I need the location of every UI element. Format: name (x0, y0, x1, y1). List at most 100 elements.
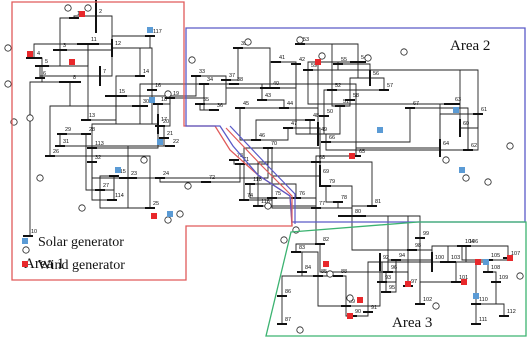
bus-label-115: 115 (117, 169, 126, 175)
solar-generator-icon (167, 211, 173, 217)
bus-label-62: 62 (471, 143, 477, 149)
generator-circle-icon (22, 246, 30, 254)
transmission-line (288, 127, 321, 176)
bus-label-118: 118 (253, 177, 262, 183)
bus-label-28: 28 (89, 127, 95, 133)
transmission-line (250, 183, 297, 198)
transmission-line (206, 164, 241, 183)
generator-circle-icon (164, 216, 172, 224)
transmission-line (160, 125, 165, 138)
transmission-line (91, 162, 100, 191)
bus-label-96: 96 (391, 265, 397, 271)
transmission-line (308, 69, 479, 114)
bus-label-93: 93 (385, 275, 391, 281)
transmission-line (39, 75, 100, 78)
generator-circle-icon (432, 302, 440, 310)
bus-label-48: 48 (313, 113, 319, 119)
transmission-line (256, 128, 289, 141)
transmission-line (315, 208, 320, 245)
transmission-line (249, 184, 272, 199)
bus-label-92: 92 (383, 255, 389, 261)
generator-circle-icon (346, 294, 354, 302)
bus-label-6: 6 (43, 71, 46, 77)
bus-label-51: 51 (343, 99, 349, 105)
bus-label-43: 43 (265, 93, 271, 99)
transmission-line (225, 80, 270, 89)
transmission-line (338, 63, 371, 78)
bus-label-52: 52 (335, 83, 341, 89)
bus-label-61: 61 (481, 107, 487, 113)
generator-markers (4, 4, 524, 334)
bus-label-113: 113 (95, 141, 104, 147)
solar-generator-icon (473, 293, 479, 299)
wind-generator-icon (405, 281, 411, 287)
bus-label-27: 27 (103, 183, 109, 189)
transmission-line (352, 215, 421, 238)
bus-label-22: 22 (173, 139, 179, 145)
bus-label-54: 54 (361, 55, 367, 61)
tie-line-red (225, 127, 293, 226)
wind-generator-icon (69, 59, 75, 65)
bus-label-117: 117 (153, 29, 162, 35)
bus-label-76: 76 (299, 191, 305, 197)
bus-label-13: 13 (89, 113, 95, 119)
transmission-line (196, 75, 227, 80)
transmission-line (419, 281, 456, 304)
bus-label-87: 87 (285, 317, 291, 323)
bus-label-23: 23 (131, 171, 137, 177)
generator-circle-icon (184, 182, 192, 190)
transmission-line (255, 119, 310, 140)
bus-label-39: 39 (241, 41, 247, 47)
area-2-boundary (185, 27, 526, 223)
bus-label-83: 83 (299, 245, 305, 251)
area-2-label: Area 2 (450, 38, 491, 54)
transmission-line (317, 276, 346, 307)
legend-solar-label: Solar generator (38, 235, 124, 250)
bus-label-77: 77 (319, 201, 325, 207)
bus-label-69: 69 (323, 169, 329, 175)
legend-solar: Solar generator (22, 235, 124, 251)
transmission-line (281, 275, 318, 296)
transmission-line (33, 43, 88, 58)
bus-label-97: 97 (411, 279, 417, 285)
bus-label-46: 46 (259, 133, 265, 139)
solar-generator-icon (147, 27, 153, 33)
generator-circle-icon (462, 174, 470, 182)
transmission-line (112, 47, 141, 76)
wind-generator-icon (323, 261, 329, 267)
bus-label-2: 2 (99, 9, 102, 15)
generator-circle-icon (188, 56, 196, 64)
bus-label-33: 33 (199, 69, 205, 75)
bus-label-26: 26 (53, 149, 59, 155)
transmission-line (325, 186, 338, 203)
solar-generator-icon (483, 259, 489, 265)
bus-label-57: 57 (387, 83, 393, 89)
transmission-line (139, 106, 158, 125)
wind-generator-icon (349, 153, 355, 159)
bus-label-78: 78 (341, 195, 347, 201)
transmission-line (296, 197, 317, 208)
transmission-line (351, 205, 372, 216)
transmission-line (355, 147, 440, 156)
transmission-line (204, 83, 263, 100)
bus-label-86: 86 (285, 289, 291, 295)
wind-generator-icon (27, 51, 33, 57)
transmission-line (115, 75, 140, 96)
transmission-line (249, 184, 296, 199)
generator-circle-icon (64, 4, 72, 12)
bus-label-14: 14 (143, 69, 149, 75)
bus-label-29: 29 (65, 127, 71, 133)
generator-circle-icon (36, 174, 44, 182)
transmission-line (338, 275, 347, 306)
solar-generator-icon (149, 97, 155, 103)
bus-label-18: 18 (161, 97, 167, 103)
bus-label-84: 84 (305, 265, 311, 271)
solar-swatch-icon (22, 237, 28, 244)
transmission-line (69, 82, 140, 107)
bus-label-47: 47 (291, 121, 297, 127)
generator-circle-icon (280, 236, 288, 244)
bus-label-19: 19 (173, 91, 179, 97)
area-3-label: Area 3 (392, 315, 433, 331)
bus-label-53: 53 (303, 37, 309, 43)
bus-label-21: 21 (167, 131, 173, 137)
